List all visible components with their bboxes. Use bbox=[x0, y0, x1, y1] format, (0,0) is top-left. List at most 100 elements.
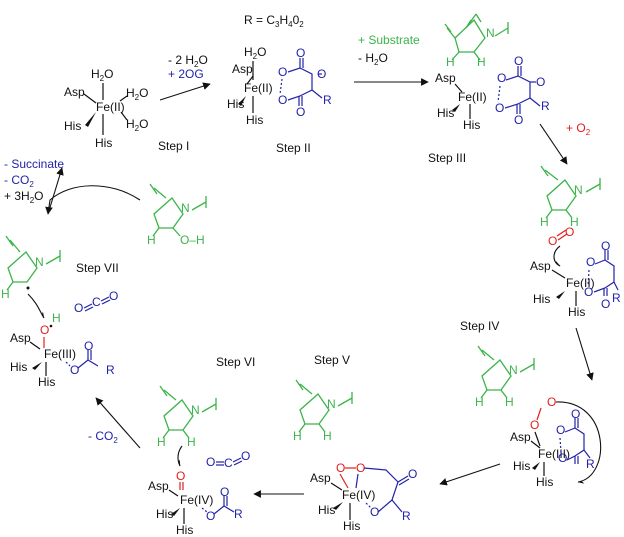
svg-text:- CO2: - CO2 bbox=[4, 173, 34, 189]
svg-text:N: N bbox=[509, 363, 518, 377]
svg-text:H2O: H2O bbox=[244, 45, 266, 61]
svg-text:O: O bbox=[565, 225, 574, 239]
svg-text:His: His bbox=[536, 475, 553, 489]
svg-text:O: O bbox=[176, 469, 185, 483]
step-1-label: Step I bbox=[158, 139, 189, 153]
complex-step-6: O Asp Fe(IV) His His O O R bbox=[148, 445, 243, 537]
svg-text:O: O bbox=[586, 255, 595, 269]
svg-text:Fe(III): Fe(III) bbox=[538, 447, 570, 461]
svg-text:O: O bbox=[495, 101, 504, 115]
complex-step-2: H2O Asp Fe(II) His His O O O O R O bbox=[227, 45, 332, 127]
svg-text:O: O bbox=[536, 75, 545, 89]
svg-text:R: R bbox=[323, 93, 332, 107]
svg-text:Asp: Asp bbox=[64, 85, 85, 99]
step-4-label: Step IV bbox=[460, 319, 499, 333]
svg-text:H2O: H2O bbox=[126, 117, 148, 133]
svg-text:H2O: H2O bbox=[91, 67, 113, 83]
svg-text:O: O bbox=[296, 46, 305, 60]
svg-text:His: His bbox=[533, 292, 550, 306]
svg-text:+ 3H2O: + 3H2O bbox=[4, 189, 43, 205]
svg-text:His: His bbox=[156, 507, 173, 521]
svg-text:O: O bbox=[241, 449, 250, 463]
svg-text:O–H: O–H bbox=[180, 233, 205, 247]
svg-text:Fe(II): Fe(II) bbox=[458, 90, 487, 104]
svg-text:Asp: Asp bbox=[232, 62, 253, 76]
svg-text:R = C3H402: R = C3H402 bbox=[244, 13, 304, 29]
complex-step-3: Asp Fe(II) His His O O O O R O bbox=[435, 54, 550, 132]
svg-text:H: H bbox=[52, 311, 61, 325]
substrate-proline-step-4a: N H H bbox=[540, 165, 601, 229]
svg-text:H: H bbox=[1, 287, 10, 301]
complex-step-5: O O Asp Fe(IV) His His O O R bbox=[310, 461, 417, 533]
substrate-proline-step-3: N H H bbox=[444, 13, 509, 69]
svg-text:Asp: Asp bbox=[435, 71, 456, 85]
svg-text:His: His bbox=[64, 119, 81, 133]
product-hydroxyproline: N H O–H bbox=[147, 183, 207, 247]
svg-text:O: O bbox=[278, 93, 287, 107]
complex-step-4a: O O Asp Fe(II) His His O O O R O bbox=[530, 225, 621, 319]
product-release-arrow: - Succinate - CO2 + 3H2O bbox=[4, 157, 141, 215]
svg-text:Fe(III): Fe(III) bbox=[44, 347, 76, 361]
svg-text:R: R bbox=[586, 457, 595, 471]
r-definition: R = C3H402 bbox=[244, 13, 304, 29]
svg-text:His: His bbox=[437, 106, 454, 120]
svg-text:H2O: H2O bbox=[126, 86, 148, 102]
svg-text:O: O bbox=[601, 239, 610, 253]
svg-text:N: N bbox=[191, 403, 200, 417]
svg-text:O: O bbox=[584, 285, 593, 299]
svg-text:O: O bbox=[296, 105, 305, 119]
arrow-step-1: - 2 H2O + 2OG bbox=[159, 53, 211, 101]
svg-text:H: H bbox=[323, 429, 332, 443]
complex-step-7: H O Asp Fe(III) His His O O R bbox=[10, 293, 115, 389]
svg-text:H: H bbox=[446, 55, 455, 69]
step-3-label: Step III bbox=[428, 151, 466, 165]
svg-text:C: C bbox=[224, 456, 233, 470]
svg-text:+ O2: + O2 bbox=[566, 121, 591, 137]
svg-text:R: R bbox=[541, 99, 550, 113]
svg-text:O: O bbox=[556, 423, 565, 437]
svg-text:His: His bbox=[95, 136, 112, 150]
step-5-label: Step V bbox=[314, 353, 350, 367]
svg-text:R: R bbox=[612, 291, 621, 305]
svg-text:- 2 H2O: - 2 H2O bbox=[168, 53, 208, 69]
svg-text:His: His bbox=[246, 113, 263, 127]
svg-text:+ 2OG: + 2OG bbox=[168, 67, 204, 81]
svg-text:Fe(II): Fe(II) bbox=[96, 100, 125, 114]
svg-text:H: H bbox=[187, 435, 196, 449]
svg-text:H: H bbox=[505, 395, 514, 409]
substrate-radical-step-7: N H bbox=[1, 235, 61, 301]
svg-text:R: R bbox=[234, 507, 243, 521]
arrow-step-4 bbox=[575, 327, 594, 381]
svg-text:H: H bbox=[477, 55, 486, 69]
svg-text:Fe(IV): Fe(IV) bbox=[342, 488, 375, 502]
svg-text:N: N bbox=[486, 26, 495, 40]
svg-text:O: O bbox=[84, 339, 93, 353]
svg-text:His: His bbox=[318, 503, 335, 517]
complex-step-4b: O O Asp Fe(III) His His O O O R bbox=[510, 395, 602, 489]
svg-text:H: H bbox=[475, 395, 484, 409]
svg-text:N: N bbox=[574, 183, 583, 197]
substrate-proline-step-6: N H H bbox=[157, 385, 217, 449]
svg-text:His: His bbox=[10, 360, 27, 374]
svg-text:O: O bbox=[497, 71, 506, 85]
svg-text:O: O bbox=[601, 297, 610, 311]
step-6-label: Step VI bbox=[216, 355, 255, 369]
svg-text:O: O bbox=[514, 113, 523, 127]
svg-text:His: His bbox=[227, 97, 244, 111]
svg-text:Fe(II): Fe(II) bbox=[566, 276, 595, 290]
svg-text:O: O bbox=[40, 323, 49, 337]
substrate-proline-step-4b: N H H bbox=[475, 345, 535, 409]
svg-text:O: O bbox=[548, 234, 557, 248]
svg-text:R: R bbox=[106, 363, 115, 377]
svg-text:N: N bbox=[35, 255, 44, 269]
svg-text:O: O bbox=[530, 418, 539, 432]
svg-text:O: O bbox=[514, 54, 523, 68]
svg-text:His: His bbox=[343, 519, 360, 533]
svg-text:+ Substrate: + Substrate bbox=[358, 33, 420, 47]
svg-text:O: O bbox=[356, 461, 365, 475]
svg-text:O: O bbox=[206, 455, 215, 469]
svg-text:O: O bbox=[70, 363, 79, 377]
svg-text:H: H bbox=[293, 429, 302, 443]
svg-text:H: H bbox=[147, 233, 156, 247]
